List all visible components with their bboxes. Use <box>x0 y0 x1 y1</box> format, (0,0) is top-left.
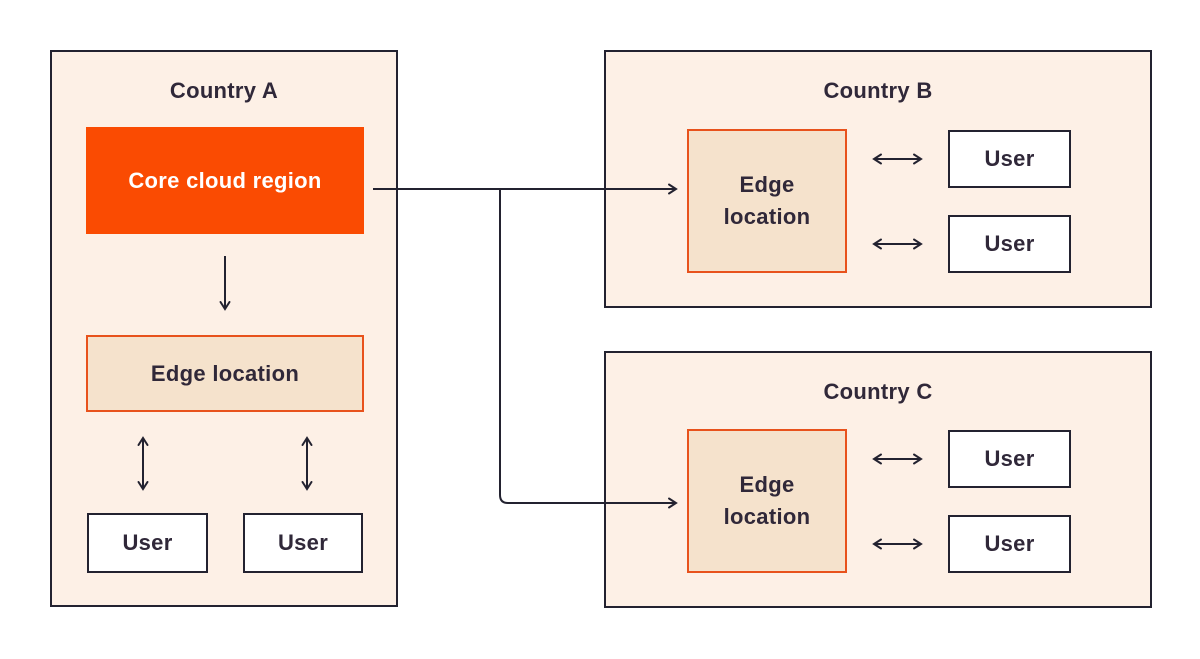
edge-location-a-label: Edge location <box>150 360 300 386</box>
country-a-title: Country A <box>169 78 279 103</box>
user-a-1-node: User <box>87 513 208 573</box>
core-cloud-region-node: Core cloud region <box>86 127 364 234</box>
user-c-1-node: User <box>948 430 1071 488</box>
country-c-title: Country C <box>823 379 933 404</box>
user-c-1-label: User <box>984 446 1035 471</box>
edge-location-c-label: Edge location <box>723 472 811 529</box>
edge-location-c-node: Edge location <box>687 429 847 573</box>
user-b-2-label: User <box>984 231 1035 256</box>
edge-location-b-node: Edge location <box>687 129 847 273</box>
user-a-2-label: User <box>277 530 329 555</box>
edge-location-a-node: Edge location <box>86 335 364 412</box>
user-a-1-label: User <box>122 530 173 555</box>
user-b-2-node: User <box>948 215 1071 273</box>
user-b-1-node: User <box>948 130 1071 188</box>
user-b-1-label: User <box>984 146 1035 171</box>
user-a-2-node: User <box>243 513 363 573</box>
user-c-2-node: User <box>948 515 1071 573</box>
user-c-2-label: User <box>984 531 1035 556</box>
country-b-title: Country B <box>823 78 933 103</box>
core-cloud-region-label: Core cloud region <box>128 167 322 193</box>
edge-location-b-label: Edge location <box>723 172 811 229</box>
